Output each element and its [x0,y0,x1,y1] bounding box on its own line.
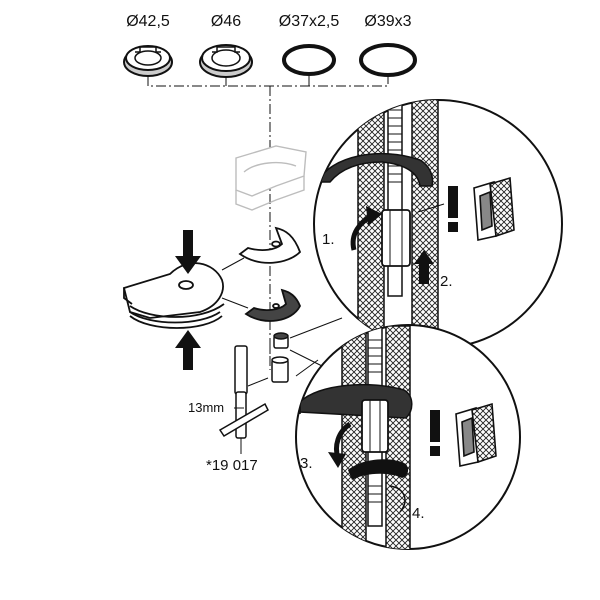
seal-label-2: Ø46 [211,13,241,30]
socket-wrench-icon [218,345,269,439]
seal-label-4: Ø39x3 [364,13,411,30]
step-4-label: 4. [412,505,425,522]
detail-view-lower: 3. 4. [295,324,521,550]
hex-nut-long [271,356,289,383]
hex-nut-small [273,332,289,349]
arrow-down-icon [175,230,201,274]
seal-cross-section-icon [455,402,497,467]
connector-lines [221,257,249,309]
warning-icon [448,186,458,232]
arrow-up-icon [414,250,434,284]
ring-with-tabs-icon [123,45,173,77]
ghost-mount [235,145,307,211]
tool-reference: *19 017 [206,457,258,474]
detail-view-upper: 1. 2. [313,99,563,349]
seal-label-3: Ø37x2,5 [279,13,340,30]
leader-lines [147,76,389,370]
tool-size-label: 13mm [188,400,224,415]
ring-with-tabs-icon [199,44,253,78]
mounting-plate-assembly [122,262,225,329]
seal-label-1: Ø42,5 [126,13,170,30]
warning-icon [430,410,440,456]
step-1-label: 1. [322,231,335,248]
seal-labels: Ø42,5 Ø46 Ø37x2,5 Ø39x3 [126,13,411,30]
step-3-label: 3. [300,455,313,472]
half-ring-lower [244,288,301,322]
detail-leaders [289,317,343,377]
seal-cross-section-icon [473,176,515,241]
arrow-up-icon [175,330,201,370]
o-ring-icon [359,43,417,77]
step-2-label: 2. [440,273,453,290]
o-ring-icon [282,44,336,76]
half-ring-upper [238,226,302,264]
